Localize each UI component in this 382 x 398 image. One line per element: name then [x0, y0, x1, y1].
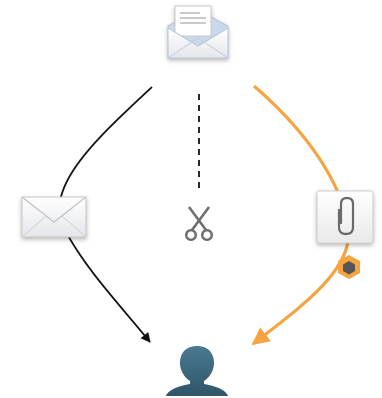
open-envelope-letter-icon: [167, 5, 229, 59]
user-icon: [166, 346, 228, 396]
cube-badge-icon: [338, 255, 360, 279]
paperclip-attachment-icon: [316, 190, 374, 244]
envelope-icon: [21, 196, 87, 238]
scissors-icon: [184, 206, 213, 241]
